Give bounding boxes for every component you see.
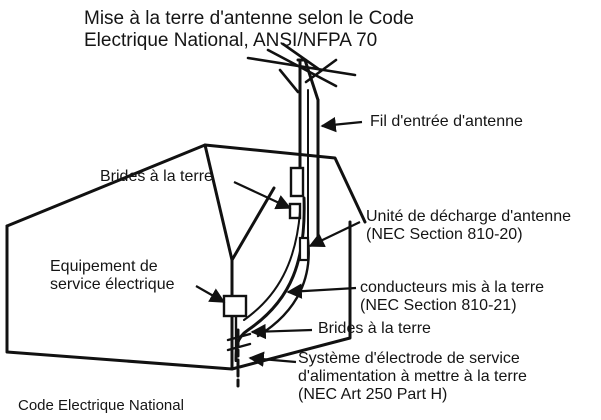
house-roof [5,143,367,228]
label-service-equipment: Equipement de service électrique [50,258,175,294]
mast-clamp-upper [289,166,305,198]
label-discharge-unit: Unité de décharge d'antenne (NEC Section… [366,208,571,244]
grounding-conductors-line-2: (NEC Section 810-21) [360,296,517,314]
electrode-system-line-1: Système d'électrode de service [298,350,520,367]
house-side-wall [230,220,352,371]
electrode-system-arrow [248,351,297,367]
antenna-discharge-unit [298,236,310,262]
footer-label: Code Electrique National [18,397,184,414]
grounding-conductors-line-1: conducteurs mis à la terre [360,279,545,296]
mast-clamp-lower [288,202,302,220]
service-equipment-arrow [195,285,226,303]
service-equipment-line-1: Equipement de [50,258,158,275]
label-electrode-system: Système d'électrode de service d'aliment… [298,350,527,404]
electrode-system-line-3: (NEC Art 250 Part H) [298,385,448,403]
ground-clamps-top-arrow [233,181,292,210]
label-grounding-conductors: conducteurs mis à la terre (NEC Section … [360,279,544,315]
house-eave [230,186,276,262]
title-line-1: Mise à la terre d'antenne selon le Code [84,8,414,29]
grounding-conductors-arrow [286,283,357,299]
ground-clamp-bars [226,332,252,352]
discharge-unit-line-2: (NEC Section 810-20) [366,225,523,243]
title-line-2: Electrique National, ANSI/NFPA 70 [84,30,378,52]
grounding-conductor-inner [243,211,301,321]
antenna-elements [246,42,357,94]
service-equipment-line-2: service électrique [50,275,175,293]
electrode-system-line-2: d'alimentation à mettre à la terre [298,367,527,385]
discharge-unit-arrow [308,221,361,247]
ground-clamps-bottom-arrow [250,323,313,340]
label-ground-clamps-top: Brides à la terre [100,168,213,185]
diagram-title: Mise à la terre d'antenne selon le Code … [84,8,414,53]
discharge-unit-line-1: Unité de décharge d'antenne [366,208,571,225]
label-ground-clamps-bottom: Brides à la terre [318,320,431,337]
label-lead-in-wire: Fil d'entrée d'antenne [370,113,523,130]
service-equipment-box [222,294,248,318]
lead-in-wire-arrow [320,116,363,133]
